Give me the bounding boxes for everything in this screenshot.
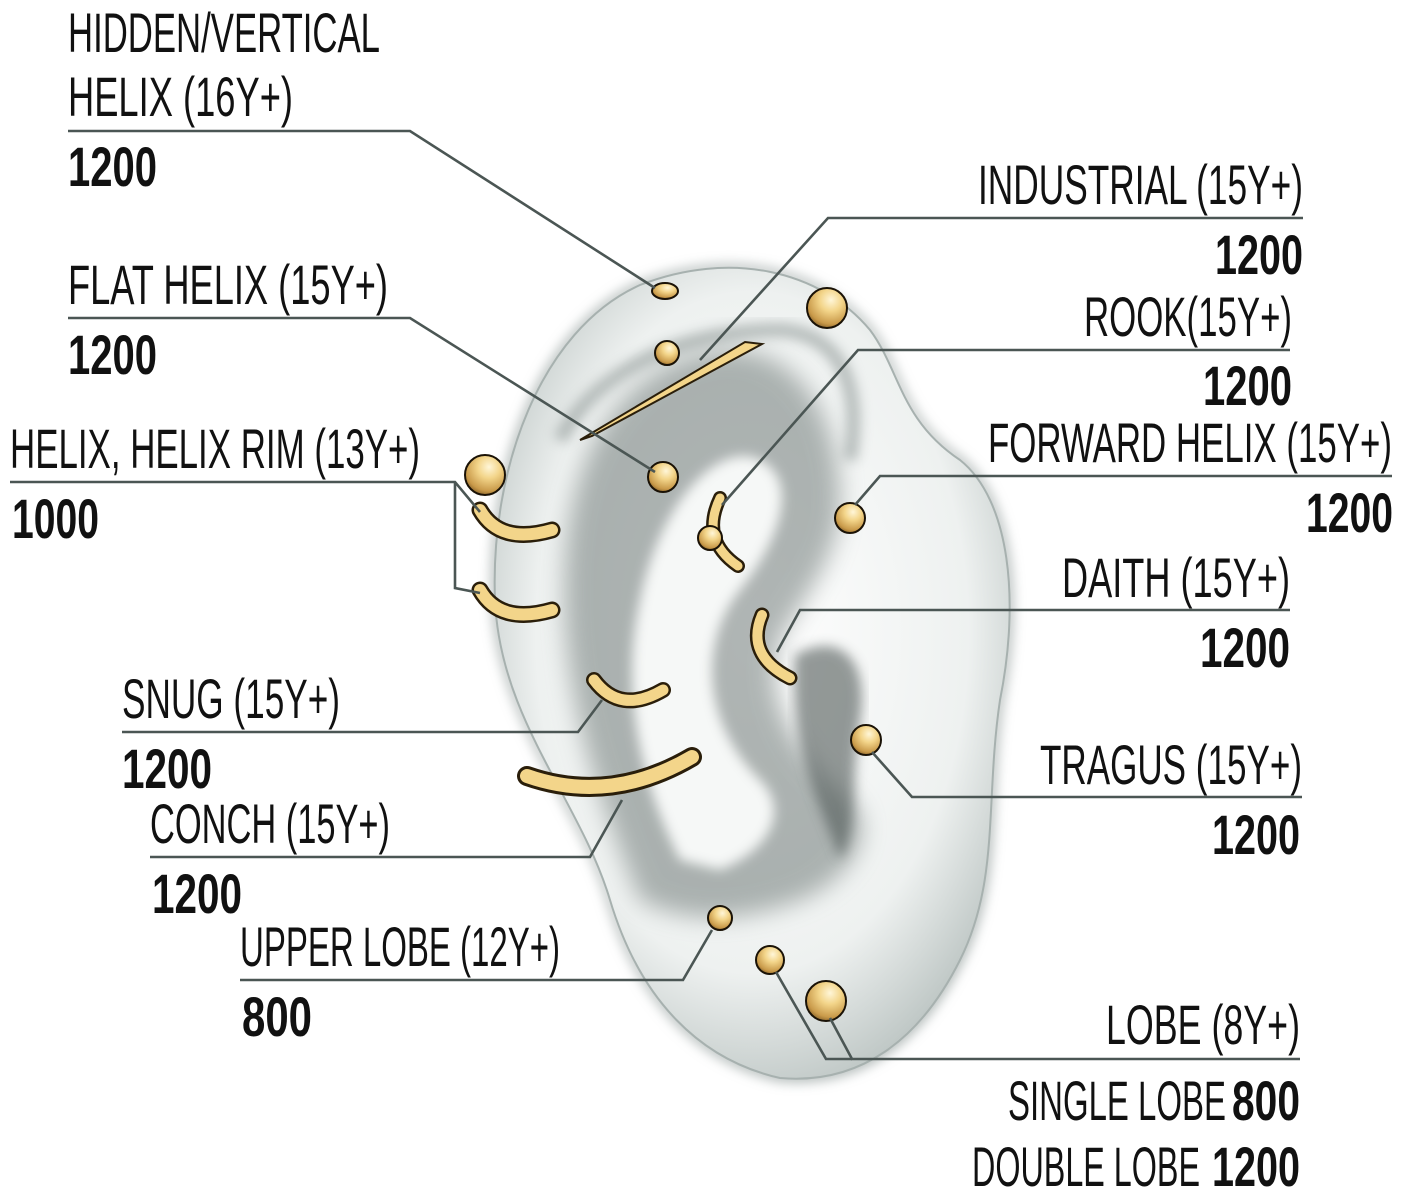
double-lobe-price: 1200 (1212, 1135, 1300, 1198)
single-lobe-label: SINGLE LOBE (1008, 1069, 1226, 1132)
piercing-price: 1200 (1212, 803, 1300, 866)
piercing-price: 1200 (152, 862, 242, 925)
piercing-name: DAITH (15Y+) (1062, 546, 1290, 609)
leader-lobe-2 (774, 971, 852, 1061)
piercing-price: 1200 (1306, 481, 1393, 544)
label-daith: DAITH (15Y+) 1200 (1062, 546, 1290, 679)
piercing-name: HIDDEN/VERTICAL (68, 1, 380, 64)
piercing-name: FLAT HELIX (15Y+) (68, 253, 388, 316)
piercing-price: 1200 (1203, 354, 1292, 417)
piercing-name: TRAGUS (15Y+) (1040, 733, 1302, 796)
piercing-name: HELIX (16Y+) (68, 65, 293, 128)
single-lobe-price: 800 (1232, 1069, 1300, 1132)
piercing-name: HELIX, HELIX RIM (13Y+) (10, 417, 420, 480)
label-rook: ROOK(15Y+) 1200 (1084, 285, 1292, 417)
piercing-price: 1200 (122, 737, 212, 800)
piercing-name: INDUSTRIAL (15Y+) (978, 153, 1303, 216)
piercing-name: FORWARD HELIX (15Y+) (988, 411, 1392, 474)
label-snug: SNUG (15Y+) 1200 (122, 667, 340, 800)
piercing-price: 1200 (68, 135, 157, 198)
piercing-name: UPPER LOBE (12Y+) (240, 915, 560, 978)
piercing-name: CONCH (15Y+) (150, 792, 390, 855)
piercing-price: 1200 (1215, 223, 1303, 286)
label-lobe: LOBE (8Y+) SINGLE LOBE 800 DOUBLE LOBE 1… (972, 993, 1300, 1198)
piercing-name: LOBE (8Y+) (1106, 993, 1300, 1056)
piercing-price: 1200 (68, 323, 157, 386)
label-conch: CONCH (15Y+) 1200 (150, 792, 390, 925)
label-hidden-helix: HIDDEN/VERTICAL HELIX (16Y+) 1200 (68, 1, 380, 198)
double-lobe-label: DOUBLE LOBE (972, 1135, 1200, 1198)
label-helix: HELIX, HELIX RIM (13Y+) 1000 (10, 417, 420, 550)
piercing-name: SNUG (15Y+) (122, 667, 340, 730)
piercing-price: 1200 (1200, 616, 1290, 679)
piercing-name: ROOK(15Y+) (1084, 285, 1292, 348)
label-flat-helix: FLAT HELIX (15Y+) 1200 (68, 253, 388, 386)
piercing-price: 800 (242, 985, 312, 1048)
label-industrial: INDUSTRIAL (15Y+) 1200 (978, 153, 1303, 286)
label-forward-helix: FORWARD HELIX (15Y+) 1200 (988, 411, 1393, 544)
piercing-price: 1000 (12, 487, 99, 550)
label-tragus: TRAGUS (15Y+) 1200 (1040, 733, 1302, 866)
label-upper-lobe: UPPER LOBE (12Y+) 800 (240, 915, 560, 1048)
leader-hidden-helix (68, 129, 656, 290)
